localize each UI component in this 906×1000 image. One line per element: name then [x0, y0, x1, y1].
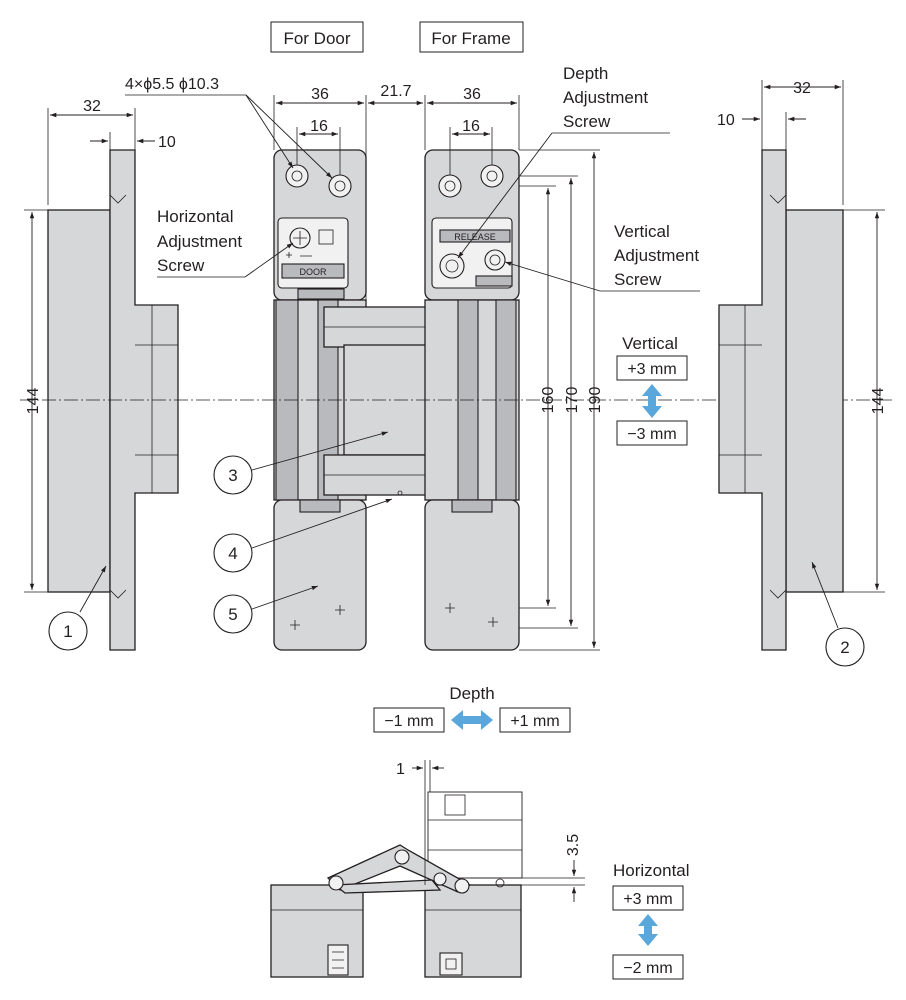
svg-text:36: 36 — [463, 86, 481, 103]
vertical-adjust-screw — [484, 249, 506, 271]
top-view-door-block — [270, 884, 364, 978]
svg-text:16: 16 — [310, 118, 328, 135]
svg-text:3: 3 — [228, 466, 237, 485]
horizontal-arrow-icon — [638, 914, 658, 946]
svg-text:Depth: Depth — [563, 64, 608, 83]
callout-2: 2 — [811, 561, 865, 667]
svg-text:+1 mm: +1 mm — [510, 713, 559, 730]
title-for-frame: For Frame — [419, 21, 524, 53]
dim-16-door: 16 — [296, 118, 341, 175]
svg-text:32: 32 — [83, 98, 101, 115]
callout-1: 1 — [48, 565, 107, 651]
svg-text:−3 mm: −3 mm — [627, 426, 676, 443]
label-horizontal-screw: Horizontal Adjustment Screw — [157, 207, 294, 278]
dim-21-7: 21.7 — [368, 83, 426, 150]
svg-text:Horizontal: Horizontal — [157, 207, 234, 226]
dim-holes-spec: 4×ϕ5.5 ϕ10.3 — [125, 76, 333, 179]
svg-text:+3 mm: +3 mm — [627, 361, 676, 378]
svg-text:4×ϕ5.5 ϕ10.3: 4×ϕ5.5 ϕ10.3 — [125, 76, 219, 93]
top-view-frame-ghost — [427, 791, 523, 879]
depth-arrow-icon — [451, 710, 493, 730]
svg-text:Horizontal: Horizontal — [613, 861, 690, 880]
right-side-plate — [718, 149, 844, 651]
svg-text:32: 32 — [793, 80, 811, 97]
title-for-door: For Door — [270, 21, 364, 53]
dim-36-frame: 36 — [427, 86, 520, 150]
svg-text:Adjustment: Adjustment — [157, 232, 242, 251]
svg-text:5: 5 — [228, 605, 237, 624]
frame-mount-screw-top-right — [480, 164, 504, 188]
svg-text:Screw: Screw — [157, 256, 205, 275]
svg-text:Depth: Depth — [449, 684, 494, 703]
dim-190: 190 — [519, 149, 604, 651]
svg-text:−2 mm: −2 mm — [623, 960, 672, 977]
horizontal-adjust-legend: Horizontal +3 mm −2 mm — [612, 861, 690, 980]
callout-4: 4 — [213, 498, 393, 573]
door-mount-screw-top-left — [285, 164, 309, 188]
svg-text:Adjustment: Adjustment — [614, 246, 699, 265]
top-view-links — [326, 844, 505, 894]
svg-text:1: 1 — [63, 622, 72, 641]
svg-text:144: 144 — [25, 388, 42, 415]
depth-adjust-screw — [439, 253, 465, 279]
svg-text:2: 2 — [840, 638, 849, 657]
callout-3: 3 — [213, 431, 389, 495]
svg-text:3.5: 3.5 — [565, 834, 582, 856]
svg-text:190: 190 — [587, 387, 604, 414]
svg-text:144: 144 — [870, 388, 887, 415]
dim-144-left: 144 — [24, 209, 48, 593]
dim-1: 1 — [396, 760, 444, 885]
svg-text:Screw: Screw — [563, 112, 611, 131]
svg-text:4: 4 — [228, 544, 237, 563]
svg-text:16: 16 — [462, 118, 480, 135]
dim-144-right: 144 — [843, 209, 887, 593]
svg-text:160: 160 — [540, 387, 557, 414]
svg-text:10: 10 — [717, 112, 735, 129]
svg-text:For Door: For Door — [283, 29, 350, 48]
svg-text:DOOR: DOOR — [300, 267, 328, 277]
frame-lower-holes — [445, 603, 498, 627]
dim-170: 170 — [519, 175, 581, 629]
dim-36-door: 36 — [273, 86, 367, 300]
depth-adjust-legend: Depth −1 mm +1 mm — [373, 684, 571, 733]
dim-3-5: 3.5 — [470, 834, 585, 902]
door-mount-screw-top-right — [328, 174, 352, 198]
svg-text:+3 mm: +3 mm — [623, 891, 672, 908]
dim-16-frame: 16 — [449, 118, 493, 175]
dim-32-right: 32 — [761, 80, 844, 205]
svg-text:36: 36 — [311, 86, 329, 103]
door-lower-holes — [290, 605, 345, 630]
svg-text:10: 10 — [158, 134, 176, 151]
vertical-adjust-legend: Vertical +3 mm −3 mm — [616, 334, 688, 446]
callout-5: 5 — [213, 585, 319, 634]
svg-text:170: 170 — [564, 387, 581, 414]
svg-text:Adjustment: Adjustment — [563, 88, 648, 107]
horizontal-adjust-screw — [286, 227, 334, 258]
svg-text:Vertical: Vertical — [622, 334, 678, 353]
svg-text:1: 1 — [396, 761, 405, 778]
label-depth-screw: Depth Adjustment Screw — [457, 64, 670, 259]
label-vertical-screw: Vertical Adjustment Screw — [504, 222, 700, 292]
svg-text:For Frame: For Frame — [431, 29, 510, 48]
dim-10-left: 10 — [90, 132, 176, 151]
svg-text:−1 mm: −1 mm — [384, 713, 433, 730]
top-view-frame-block — [424, 884, 522, 978]
svg-text:RELEASE: RELEASE — [454, 232, 496, 242]
svg-text:Vertical: Vertical — [614, 222, 670, 241]
svg-text:21.7: 21.7 — [380, 83, 411, 100]
dim-160: 160 — [519, 185, 557, 609]
dim-32-left: 32 — [47, 98, 136, 205]
svg-text:Screw: Screw — [614, 270, 662, 289]
dim-10-right: 10 — [717, 112, 806, 150]
frame-mount-screw-top-left — [438, 174, 462, 198]
vertical-arrow-icon — [642, 384, 662, 418]
